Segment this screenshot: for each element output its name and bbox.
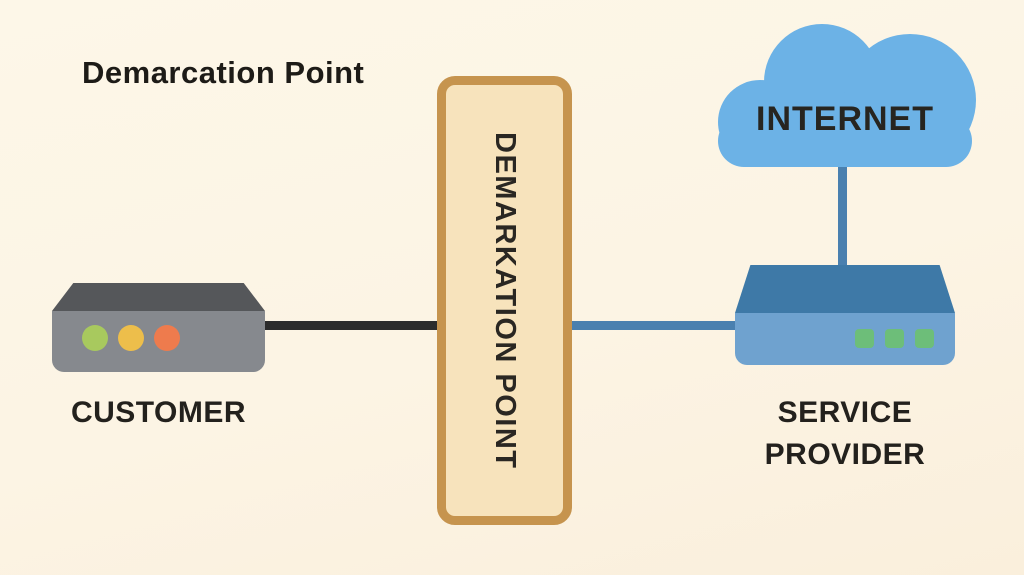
internet-cloud-icon: INTERNET	[710, 22, 980, 167]
demarcation-point-box: DEMARKATION POINT	[437, 76, 572, 525]
service-provider-label-line2: PROVIDER	[764, 438, 926, 471]
service-provider-label-line1: SERVICE	[777, 396, 913, 429]
router-front-face	[735, 313, 955, 365]
customer-label: CUSTOMER	[70, 396, 247, 429]
modem-top-face	[52, 283, 265, 311]
router-port-icon	[915, 329, 934, 348]
router-top-face	[735, 265, 955, 313]
service-provider-label: SERVICE PROVIDER	[735, 392, 955, 476]
modem-led-green-icon	[82, 325, 108, 351]
page-title: Demarcation Point	[82, 55, 365, 90]
router-port-icon	[885, 329, 904, 348]
modem-led-orange-icon	[154, 325, 180, 351]
cloud-icon	[718, 24, 976, 167]
provider-router-icon	[735, 265, 955, 365]
modem-front-face	[52, 311, 265, 372]
demarc-to-provider-line	[569, 321, 739, 330]
internet-to-provider-line	[838, 155, 847, 273]
demarcation-point-label: DEMARKATION POINT	[489, 131, 521, 470]
modem-led-amber-icon	[118, 325, 144, 351]
customer-modem-icon	[52, 283, 265, 372]
router-port-icon	[855, 329, 874, 348]
customer-to-demarc-line	[258, 321, 440, 330]
internet-label: INTERNET	[756, 100, 934, 138]
